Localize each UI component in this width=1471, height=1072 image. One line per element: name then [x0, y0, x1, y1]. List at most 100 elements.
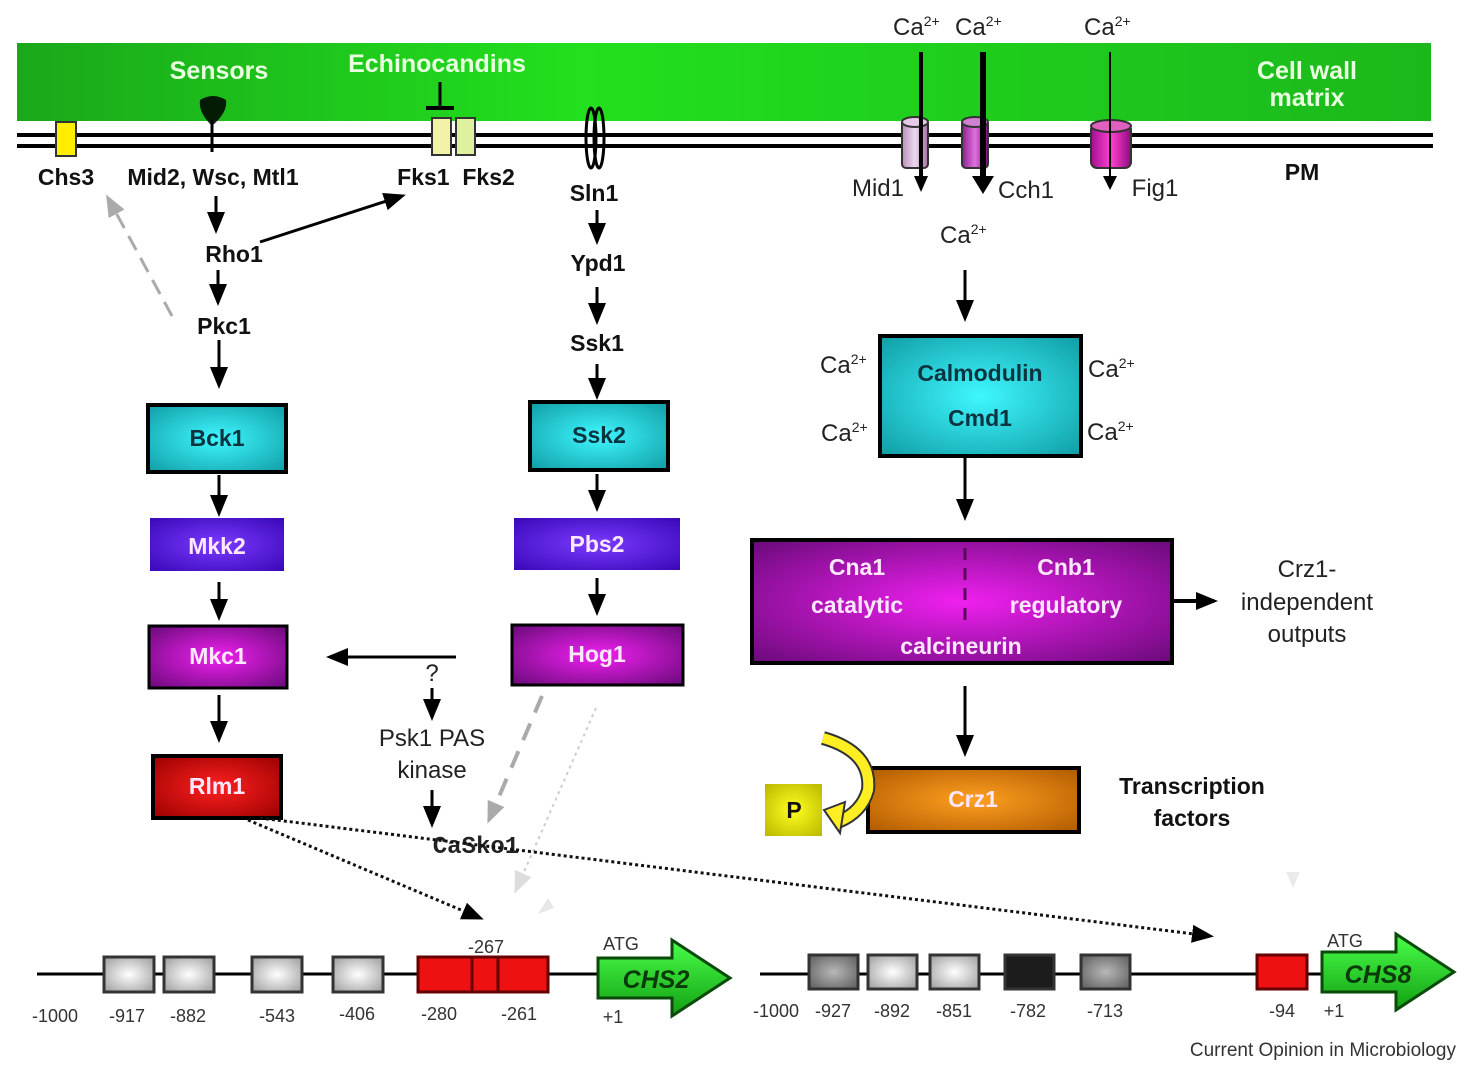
- sln1-label: Sln1: [570, 180, 619, 206]
- chs2-atg-label: ATG: [603, 934, 639, 954]
- chs2-position: -543: [259, 1006, 295, 1026]
- mid1-label: Mid1: [852, 175, 904, 202]
- chs2-promoter: [37, 937, 733, 1019]
- ca-ion-text: Ca: [1084, 14, 1115, 41]
- chs8-position: +1: [1324, 1001, 1345, 1021]
- cell-wall-matrix: [17, 43, 1431, 121]
- calcium-ion-label: Ca2+: [940, 221, 987, 249]
- pbs2-label: Pbs2: [570, 531, 625, 557]
- ca-charge-text: 2+: [851, 351, 867, 367]
- svg-text:Ca2+: Ca2+: [955, 13, 1002, 41]
- tf-label-line1: Transcription: [1119, 773, 1265, 799]
- bck1-label: Bck1: [190, 425, 245, 451]
- cch1-channel: [961, 52, 994, 194]
- chs2-position: -917: [109, 1006, 145, 1026]
- phosphate-box: [765, 784, 822, 836]
- ca-charge-text: 2+: [1118, 418, 1134, 434]
- ssk1-label: Ssk1: [570, 330, 624, 356]
- dephosphorylation-arrow-icon: [821, 733, 874, 827]
- fks-label: Fks1 Fks2: [397, 164, 515, 190]
- ca-ion-text: Ca: [893, 14, 924, 41]
- regulatory-label: regulatory: [1010, 592, 1123, 618]
- dephosphorylation-arrowhead-icon: [822, 800, 847, 836]
- chs8-position: -851: [936, 1001, 972, 1021]
- sln1-protein-icon: [584, 106, 606, 170]
- calcium-ion-label: Ca2+: [955, 13, 1002, 41]
- cell-wall-label-line2: matrix: [1269, 84, 1344, 112]
- tf-label-line2: factors: [1154, 805, 1231, 831]
- chs2-position: -261: [501, 1004, 537, 1024]
- ca-charge-text: 2+: [1119, 355, 1135, 371]
- ca-ion-text: Ca: [821, 420, 852, 447]
- chs3-protein: [55, 121, 77, 157]
- arrow-icon: [259, 192, 406, 244]
- ssk2-label: Ssk2: [572, 422, 626, 448]
- catalytic-label: catalytic: [811, 592, 903, 618]
- cmd1-label: Cmd1: [948, 405, 1012, 431]
- calcium-ion-label: Ca2+: [821, 419, 868, 447]
- mkc1-box: [147, 624, 289, 690]
- fig1-channel: [1090, 52, 1132, 190]
- echinocandins-label: Echinocandins: [348, 50, 526, 78]
- psk1-label-line2: kinase: [397, 757, 466, 784]
- rlm1-binding-site: [416, 955, 550, 994]
- chs8-position: -94: [1269, 1001, 1295, 1021]
- hog1-box: [510, 623, 685, 687]
- rlm1-box: [151, 754, 283, 820]
- svg-text:Ca2+: Ca2+: [821, 419, 868, 447]
- calmodulin-box: [878, 334, 1083, 458]
- cch1-label: Cch1: [998, 177, 1054, 204]
- calcium-ion-label: Ca2+: [893, 13, 940, 41]
- ca-ion-text: Ca: [1087, 419, 1118, 446]
- hog1-dotted-arrow-icon: [514, 707, 597, 894]
- fks1-protein: [431, 117, 452, 156]
- ca-charge-text: 2+: [924, 13, 940, 29]
- fks2-protein: [455, 117, 476, 156]
- svg-text:Ca2+: Ca2+: [1087, 418, 1134, 446]
- chs8-atg-label: ATG: [1327, 931, 1363, 951]
- fig1-label: Fig1: [1132, 175, 1179, 202]
- chs2-position: -267: [468, 937, 504, 957]
- chs3-label: Chs3: [38, 164, 94, 190]
- svg-text:Ca2+: Ca2+: [893, 13, 940, 41]
- unknown-link-label: ?: [425, 660, 438, 687]
- chs2-position: -882: [170, 1006, 206, 1026]
- svg-text:Ca2+: Ca2+: [820, 351, 867, 379]
- pm-label: PM: [1285, 159, 1320, 185]
- rho1-label: Rho1: [205, 241, 263, 267]
- hog1-label: Hog1: [568, 641, 626, 667]
- chs8-position: -782: [1010, 1001, 1046, 1021]
- mkk2-box: [150, 518, 284, 571]
- promoter-element: [102, 955, 156, 994]
- rlm1-label: Rlm1: [189, 773, 245, 799]
- rlm1-binding-site: [1255, 953, 1309, 991]
- ca-ion-text: Ca: [955, 14, 986, 41]
- promoter-element: [1079, 953, 1132, 991]
- journal-credit: Current Opinion in Microbiology: [1190, 1040, 1457, 1061]
- dashed-arrow-icon: [106, 194, 174, 317]
- ca-charge-text: 2+: [852, 419, 868, 435]
- chs8-position: -927: [815, 1001, 851, 1021]
- pkc-pathway-arrows: [106, 192, 406, 743]
- mid1-channel: [901, 52, 929, 192]
- ssk2-box: [528, 400, 670, 472]
- svg-text:Ca2+: Ca2+: [1088, 355, 1135, 383]
- psk1-label-line1: Psk1 PAS: [379, 725, 485, 752]
- inhibition-bar-icon: [426, 82, 454, 110]
- ypd1-label: Ypd1: [571, 250, 626, 276]
- ca-ion-text: Ca: [820, 352, 851, 379]
- svg-text:Ca2+: Ca2+: [940, 221, 987, 249]
- promoter-element: [928, 953, 981, 991]
- chs8-gene-label: CHS8: [1345, 961, 1412, 989]
- cnb1-label: Cnb1: [1037, 554, 1095, 580]
- chs8-position: -1000: [753, 1001, 799, 1021]
- bck1-box: [146, 403, 288, 474]
- calcineurin-label: calcineurin: [900, 633, 1021, 659]
- calcium-ion-label: Ca2+: [1088, 355, 1135, 383]
- chs2-gene-label: CHS2: [623, 966, 690, 994]
- promoter-element: [250, 955, 304, 994]
- chs2-position: +1: [603, 1007, 624, 1027]
- chs2-position: -280: [421, 1004, 457, 1024]
- calcium-ion-label: Ca2+: [1087, 418, 1134, 446]
- cell-wall-label-line1: Cell wall: [1257, 57, 1357, 85]
